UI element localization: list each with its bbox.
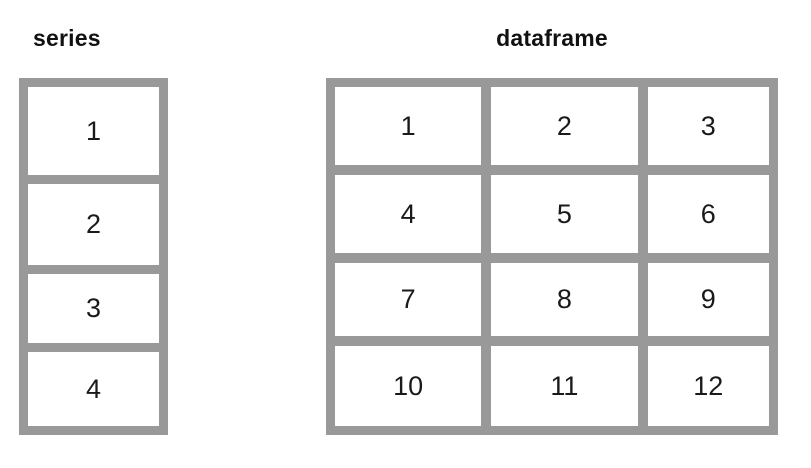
series-cell: 3 <box>28 274 159 344</box>
dataframe-row: 1 2 3 <box>335 87 769 166</box>
series-box: 1 2 3 4 <box>19 78 168 435</box>
series-row: 4 <box>28 352 159 426</box>
dataframe-box: 1 2 3 4 5 6 7 8 9 10 11 12 <box>326 78 778 435</box>
dataframe-cell: 8 <box>491 263 638 337</box>
series-row: 3 <box>28 274 159 344</box>
dataframe-cell: 5 <box>491 175 638 254</box>
dataframe-row: 7 8 9 <box>335 263 769 337</box>
dataframe-row: 4 5 6 <box>335 175 769 254</box>
series-cell: 1 <box>28 87 159 176</box>
series-cell: 4 <box>28 352 159 426</box>
dataframe-cell: 2 <box>491 87 638 166</box>
dataframe-cell: 4 <box>335 175 482 254</box>
dataframe-cell: 9 <box>647 263 769 337</box>
dataframe-row: 10 11 12 <box>335 346 769 427</box>
dataframe-cell: 11 <box>491 346 638 427</box>
series-title: series <box>33 25 101 51</box>
series-row: 1 <box>28 87 159 176</box>
dataframe-cell: 6 <box>647 175 769 254</box>
series-cell: 2 <box>28 184 159 266</box>
dataframe-cell: 12 <box>647 346 769 427</box>
dataframe-cell: 7 <box>335 263 482 337</box>
dataframe-cell: 1 <box>335 87 482 166</box>
dataframe-cell: 3 <box>647 87 769 166</box>
dataframe-cell: 10 <box>335 346 482 427</box>
series-row: 2 <box>28 184 159 266</box>
dataframe-title: dataframe <box>496 25 608 51</box>
